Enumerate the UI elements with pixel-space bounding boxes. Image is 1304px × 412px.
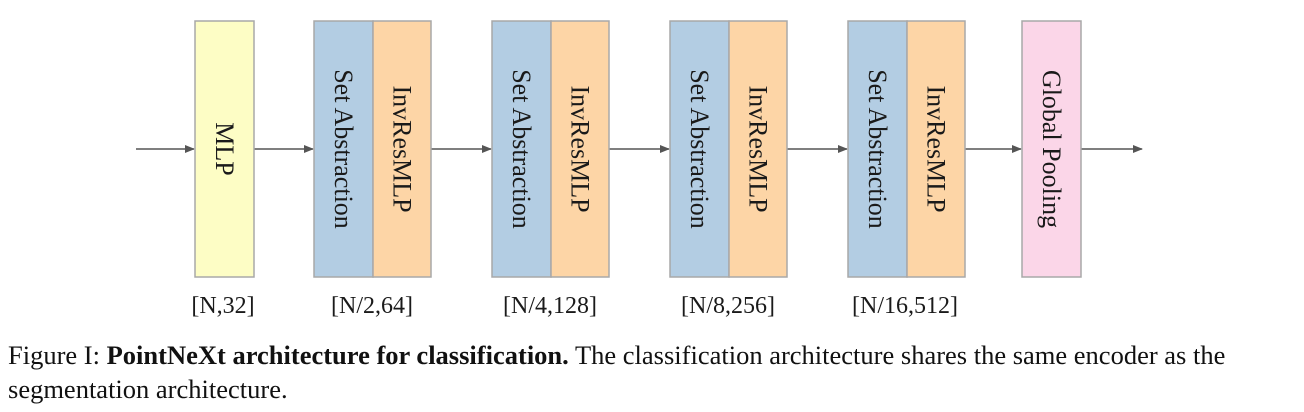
stage-1-set-abstraction-label: Set Abstraction xyxy=(329,69,358,229)
figure-caption: Figure I: PointNeXt architecture for cla… xyxy=(8,338,1298,406)
caption-title: PointNeXt architecture for classificatio… xyxy=(106,340,569,370)
dim-label-stage-1: [N/2,64] xyxy=(331,293,413,319)
stage-1: Set Abstraction InvResMLP xyxy=(313,20,432,278)
global-pooling-block: Global Pooling xyxy=(1021,20,1082,278)
mlp-label: MLP xyxy=(210,122,239,175)
mlp-block: MLP xyxy=(194,20,255,278)
stage-2-set-abstraction-box xyxy=(491,20,552,278)
stage-3: Set Abstraction InvResMLP xyxy=(669,20,788,278)
global-pooling-label: Global Pooling xyxy=(1037,70,1066,228)
dim-label-stage-3: [N/8,256] xyxy=(681,293,775,319)
stage-1-invresmlp-label: InvResMLP xyxy=(388,85,417,212)
stage-2-set-abstraction-label: Set Abstraction xyxy=(507,69,536,229)
stage-4-set-abstraction-label: Set Abstraction xyxy=(863,69,892,229)
stage-4-invresmlp-box xyxy=(906,20,966,278)
stage-1-invresmlp-box xyxy=(372,20,432,278)
stage-2: Set Abstraction InvResMLP xyxy=(491,20,610,278)
stage-2-invresmlp-box xyxy=(550,20,610,278)
architecture-diagram: MLP Set Abstraction InvResMLP Set Abstra… xyxy=(136,20,1143,319)
stage-3-set-abstraction-label: Set Abstraction xyxy=(685,69,714,229)
stage-3-invresmlp-box xyxy=(728,20,788,278)
stage-3-set-abstraction-box xyxy=(669,20,730,278)
caption-prefix: Figure I: xyxy=(8,340,107,370)
mlp-box xyxy=(194,20,255,278)
dim-label-mlp: [N,32] xyxy=(191,293,254,319)
stage-3-invresmlp-label: InvResMLP xyxy=(744,85,773,212)
global-pooling-box xyxy=(1021,20,1082,278)
stage-1-set-abstraction-box xyxy=(313,20,374,278)
dim-label-stage-2: [N/4,128] xyxy=(503,293,597,319)
dimension-labels: [N,32] [N/2,64] [N/4,128] [N/8,256] [N/1… xyxy=(191,293,958,319)
stage-2-invresmlp-label: InvResMLP xyxy=(566,85,595,212)
caption-body: The classification architecture shares t… xyxy=(8,340,1226,404)
stage-4: Set Abstraction InvResMLP xyxy=(847,20,966,278)
dim-label-stage-4: [N/16,512] xyxy=(852,293,958,319)
stage-4-invresmlp-label: InvResMLP xyxy=(922,85,951,212)
